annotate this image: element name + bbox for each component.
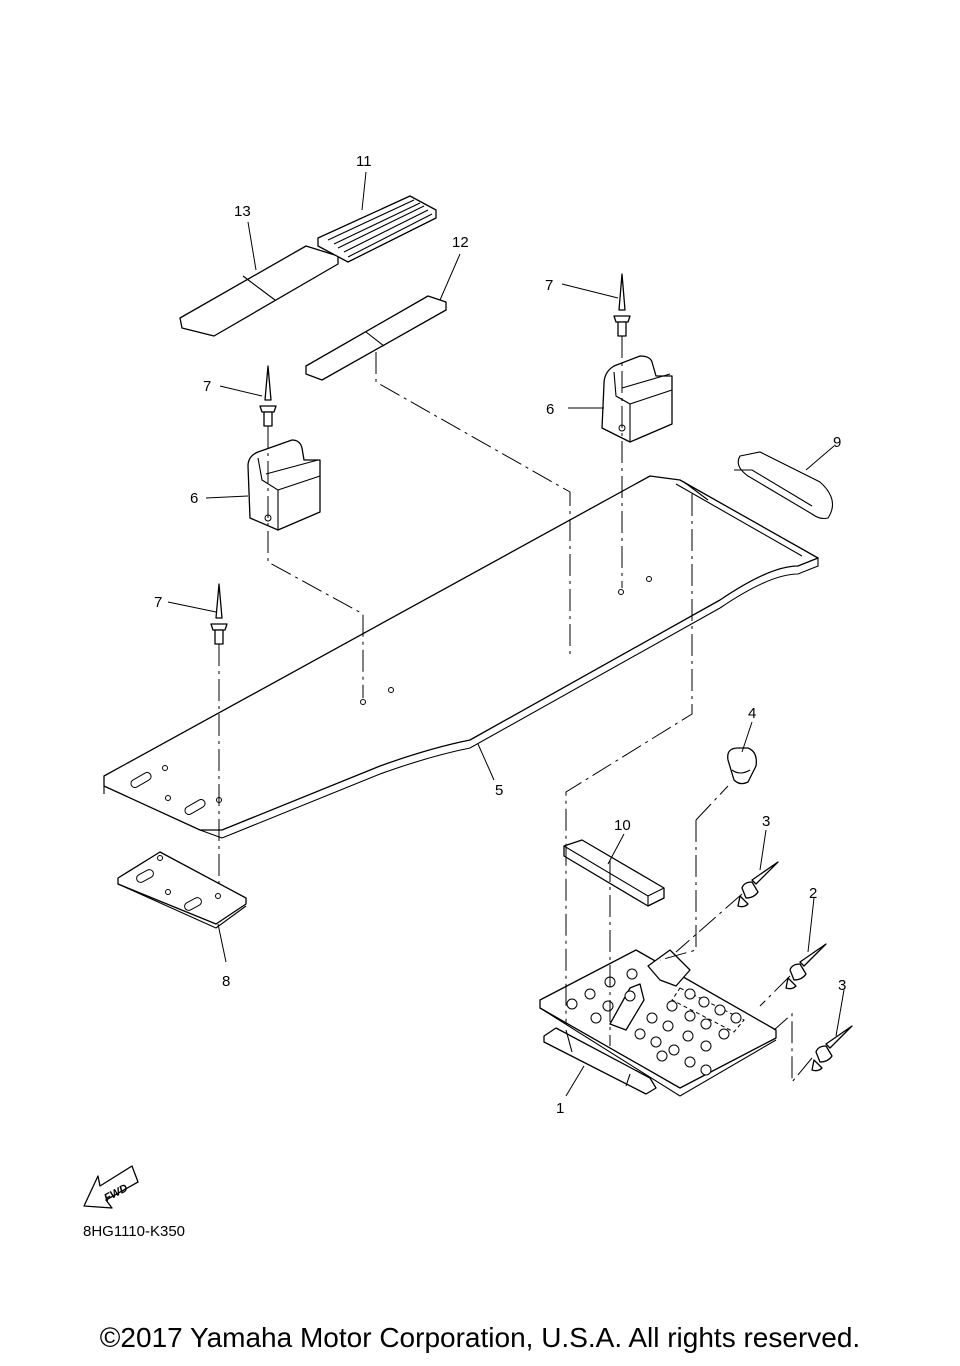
callout-6-right: 6 [546,401,554,418]
callout-2: 2 [809,885,817,902]
callout-8: 8 [222,973,230,990]
callout-3-lower: 3 [838,977,846,994]
part-11-decal [317,195,437,263]
callouts: 11 13 12 7 6 7 6 7 9 4 5 10 3 2 3 8 1 [154,153,846,1117]
callout-6-left: 6 [190,490,198,507]
part-13-decal [179,245,339,337]
part-6-bracket-right [601,355,673,443]
part-8-plate [117,851,247,929]
callout-5: 5 [495,782,503,799]
part-2-pin [785,943,827,990]
part-10-bar [563,839,665,907]
callout-7-left-lower: 7 [154,594,162,611]
part-6-bracket-left [247,439,321,531]
part-3-pin-upper [737,861,779,908]
part-5-floor-plate [103,475,819,839]
callout-13: 13 [234,203,251,220]
callout-3-upper: 3 [762,813,770,830]
part-4-clamp [727,747,757,785]
callout-7-right: 7 [545,277,553,294]
fwd-arrow-icon: FWD [83,1165,139,1209]
part-3-pin-lower [811,1025,853,1072]
callout-7-left-upper: 7 [203,378,211,395]
leader-lines [167,171,845,1097]
callout-12: 12 [452,234,469,251]
callout-4: 4 [748,705,756,722]
part-7-pin-left-lower [210,583,228,645]
assembly-lines [218,336,813,1084]
callout-11: 11 [356,153,372,170]
callout-1: 1 [556,1100,564,1117]
part-7-pin-left-upper [259,365,277,427]
part-1-perforated-plate [539,949,777,1097]
part-9-rod [734,451,834,520]
part-7-pin-right [613,273,631,337]
diagram-code: 8HG1110-K350 [83,1223,185,1240]
part-12-decal [305,295,447,381]
copyright-notice: ©2017 Yamaha Motor Corporation, U.S.A. A… [99,1322,861,1353]
callout-10: 10 [614,817,631,834]
plate-holes [566,968,742,1076]
callout-9: 9 [833,434,841,451]
